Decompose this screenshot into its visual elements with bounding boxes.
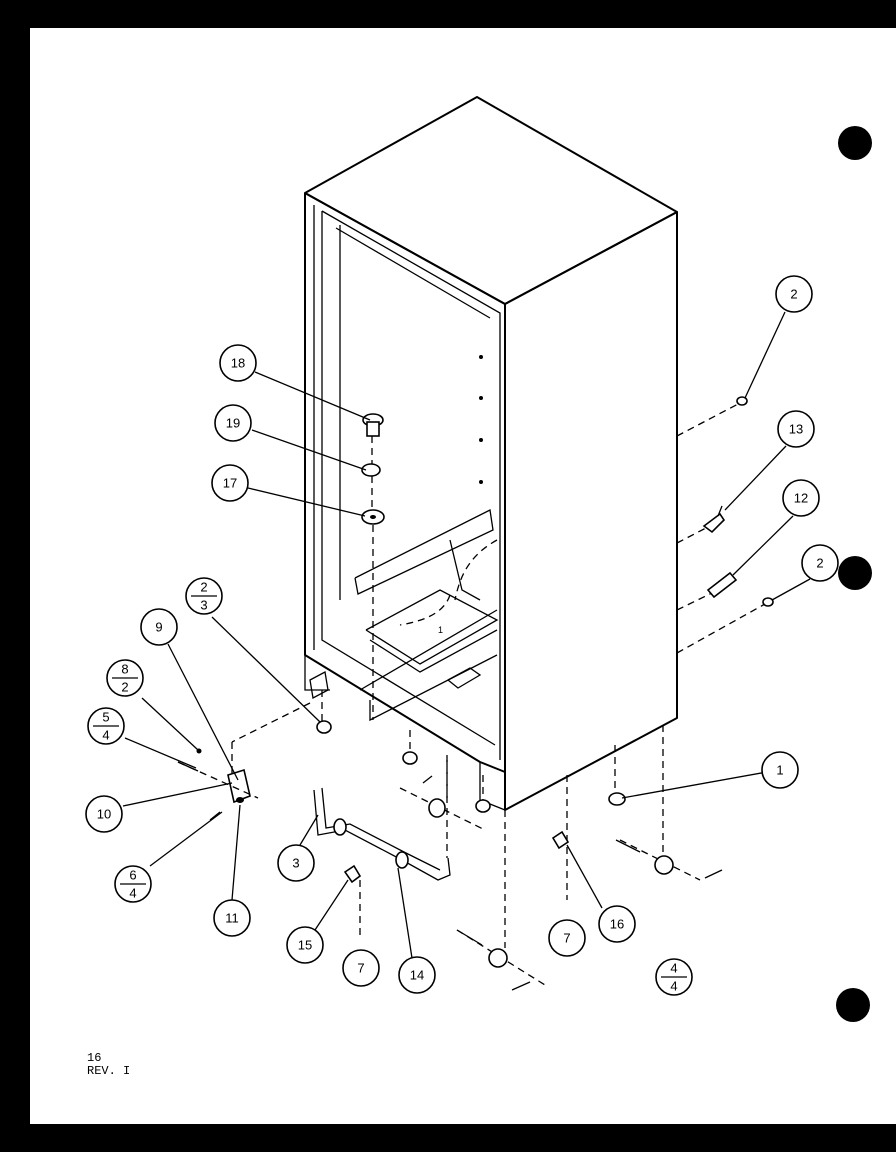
inner-mount-parts xyxy=(361,413,385,720)
callout-9: 9 xyxy=(140,608,178,646)
svg-text:4: 4 xyxy=(670,961,677,976)
callout-18: 18 xyxy=(219,344,257,382)
callout-2-lower: 2 xyxy=(801,544,839,582)
revision-label: REV. I xyxy=(87,1064,131,1078)
callout-10: 10 xyxy=(85,795,123,833)
callout-2-upper: 2 xyxy=(775,275,813,313)
svg-text:4: 4 xyxy=(670,979,677,994)
svg-text:2: 2 xyxy=(816,556,823,571)
callout-2-over-3: 2 3 xyxy=(185,577,223,615)
svg-text:2: 2 xyxy=(121,680,128,695)
punch-hole-middle xyxy=(838,556,872,590)
svg-text:10: 10 xyxy=(97,807,111,822)
svg-text:14: 14 xyxy=(410,968,424,983)
callout-15: 15 xyxy=(286,926,324,964)
svg-text:8: 8 xyxy=(121,662,128,677)
callout-7-right: 7 xyxy=(548,919,586,957)
svg-text:4: 4 xyxy=(129,886,136,901)
callout-17: 17 xyxy=(211,464,249,502)
svg-text:17: 17 xyxy=(223,476,237,491)
svg-text:2: 2 xyxy=(200,580,207,595)
svg-text:6: 6 xyxy=(129,868,136,883)
svg-text:18: 18 xyxy=(231,356,245,371)
svg-text:7: 7 xyxy=(357,961,364,976)
svg-text:12: 12 xyxy=(794,491,808,506)
svg-text:9: 9 xyxy=(155,620,162,635)
svg-text:15: 15 xyxy=(298,938,312,953)
svg-text:11: 11 xyxy=(225,911,239,926)
svg-text:2: 2 xyxy=(790,287,797,302)
callout-6-over-4: 6 4 xyxy=(114,865,152,903)
callout-3: 3 xyxy=(277,844,315,882)
sheet-footer: 16 REV. I xyxy=(87,1052,130,1078)
punch-hole-bottom xyxy=(836,988,870,1022)
callout-13: 13 xyxy=(777,410,815,448)
side-mounted-parts xyxy=(676,396,774,654)
svg-text:1: 1 xyxy=(438,625,443,635)
punch-hole-top xyxy=(838,126,872,160)
base-hardware xyxy=(177,671,723,991)
callout-19: 19 xyxy=(214,404,252,442)
svg-text:19: 19 xyxy=(226,416,240,431)
callout-1: 1 xyxy=(761,751,799,789)
svg-text:3: 3 xyxy=(200,598,207,613)
svg-text:4: 4 xyxy=(102,728,109,743)
callout-11: 11 xyxy=(213,899,251,937)
callout-16: 16 xyxy=(598,905,636,943)
svg-text:16: 16 xyxy=(610,917,624,932)
svg-text:13: 13 xyxy=(789,422,803,437)
callout-5-over-4: 5 4 xyxy=(87,707,125,745)
cabinet: 1 xyxy=(304,96,678,811)
callout-4-over-4: 4 4 xyxy=(655,958,693,996)
page-number: 16 xyxy=(87,1051,102,1065)
svg-text:1: 1 xyxy=(776,763,783,778)
svg-text:7: 7 xyxy=(563,931,570,946)
callout-8-over-2: 8 2 xyxy=(106,659,144,697)
svg-text:3: 3 xyxy=(292,856,299,871)
svg-text:5: 5 xyxy=(102,710,109,725)
callout-12: 12 xyxy=(782,479,820,517)
callout-7-left: 7 xyxy=(342,949,380,987)
leader-lines xyxy=(122,311,811,959)
callout-14: 14 xyxy=(398,956,436,994)
